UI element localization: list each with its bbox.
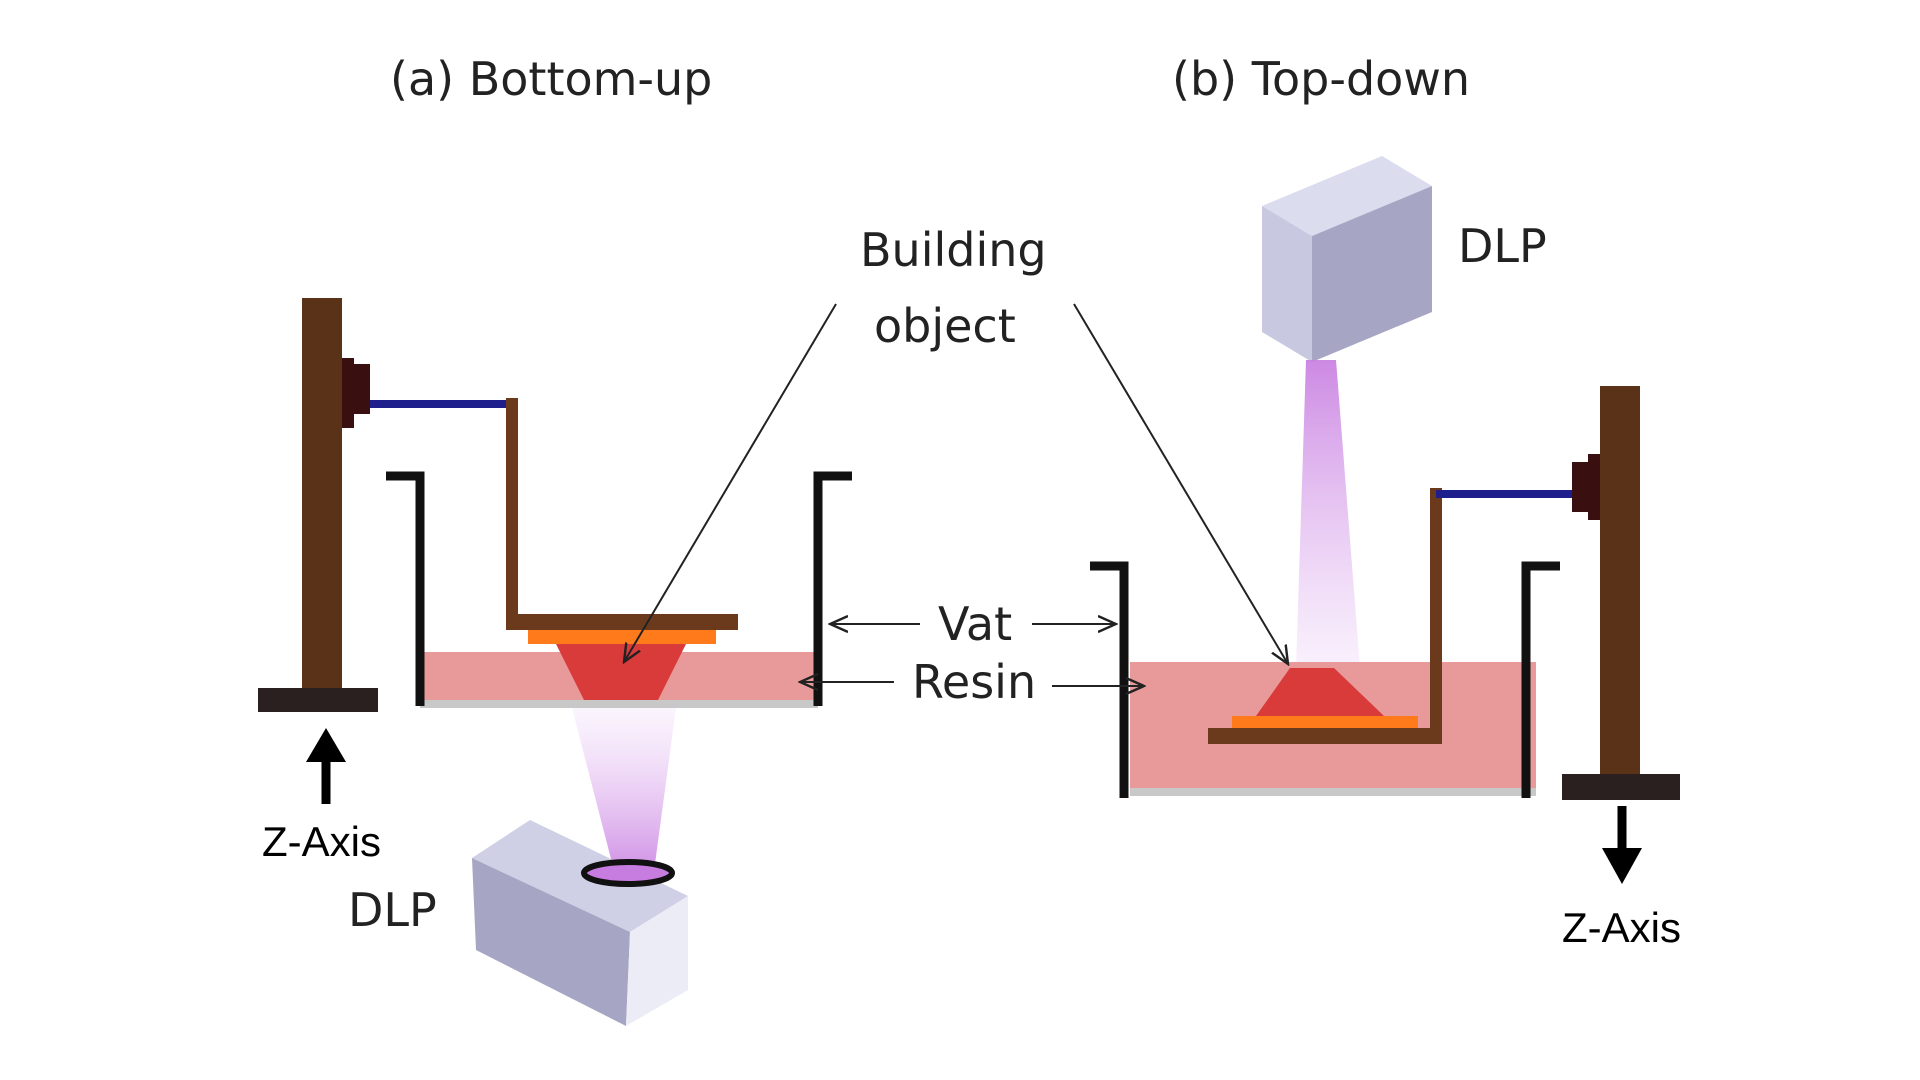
dlp-label-left: DLP xyxy=(348,883,437,937)
resin-label: Resin xyxy=(912,655,1036,709)
title-bottom-up: (a) Bottom-up xyxy=(390,52,712,106)
stand-base-right xyxy=(1562,774,1680,800)
light-beam-up xyxy=(572,708,676,886)
z-axis-arrowhead-right xyxy=(1602,848,1642,884)
dlp-projector-left xyxy=(472,820,688,1026)
dlp-top-face-right xyxy=(1262,156,1432,236)
stand-post-right xyxy=(1600,386,1640,784)
building-object-label-line2: object xyxy=(874,299,1016,353)
build-platform-left xyxy=(506,614,738,630)
title-top-down: (b) Top-down xyxy=(1172,52,1470,106)
top-down-setup: (b) Top-down DLP Z-Axis xyxy=(1090,52,1681,951)
vat-wall-right-a xyxy=(813,471,852,706)
light-beam-down xyxy=(1296,360,1360,668)
dlp-front-face-left xyxy=(472,858,630,1026)
dlp-top-face-left xyxy=(472,820,688,932)
dlp-side-face-left xyxy=(626,896,688,1026)
vat-floor-left xyxy=(420,700,818,708)
z-axis-arrowhead-left xyxy=(306,728,346,762)
bottom-up-setup: (a) Bottom-up DLP Z-Axis xyxy=(258,52,852,1026)
vat-floor-right xyxy=(1130,788,1536,796)
z-axis-label-right: Z-Axis xyxy=(1562,904,1681,951)
build-platform-right xyxy=(1208,728,1440,744)
building-object-right xyxy=(1256,668,1384,716)
mount-plate-right xyxy=(1588,454,1600,520)
mount-plate-left xyxy=(342,358,354,428)
cured-layer-left xyxy=(528,630,716,644)
connector-bar-left xyxy=(370,400,510,408)
vat-wall-right-b xyxy=(1521,561,1560,798)
dlp-side-face-right xyxy=(1312,186,1432,362)
z-axis-label-left: Z-Axis xyxy=(262,818,381,865)
vat-wall-left-a xyxy=(386,471,425,706)
dlp-projector-right xyxy=(1262,156,1432,362)
leader-building-object-right xyxy=(1073,303,1288,664)
connector-bar-right xyxy=(1436,490,1574,498)
cured-layer-right xyxy=(1232,716,1418,728)
stand-base-left xyxy=(258,688,378,712)
vat-wall-left-b xyxy=(1090,561,1129,798)
shared-annotations: Building object Vat Resin xyxy=(624,223,1288,709)
leader-building-object-left xyxy=(624,303,837,662)
dlp-lens-left xyxy=(581,859,675,887)
vat-label: Vat xyxy=(938,597,1012,651)
arm-vertical-right xyxy=(1430,488,1442,744)
dlp-front-face-right xyxy=(1262,206,1312,362)
arm-vertical-left xyxy=(506,398,518,618)
stand-post-left xyxy=(302,298,342,700)
dlp-label-right: DLP xyxy=(1458,219,1547,273)
building-object-left xyxy=(556,644,686,700)
building-object-label-line1: Building xyxy=(860,223,1047,277)
